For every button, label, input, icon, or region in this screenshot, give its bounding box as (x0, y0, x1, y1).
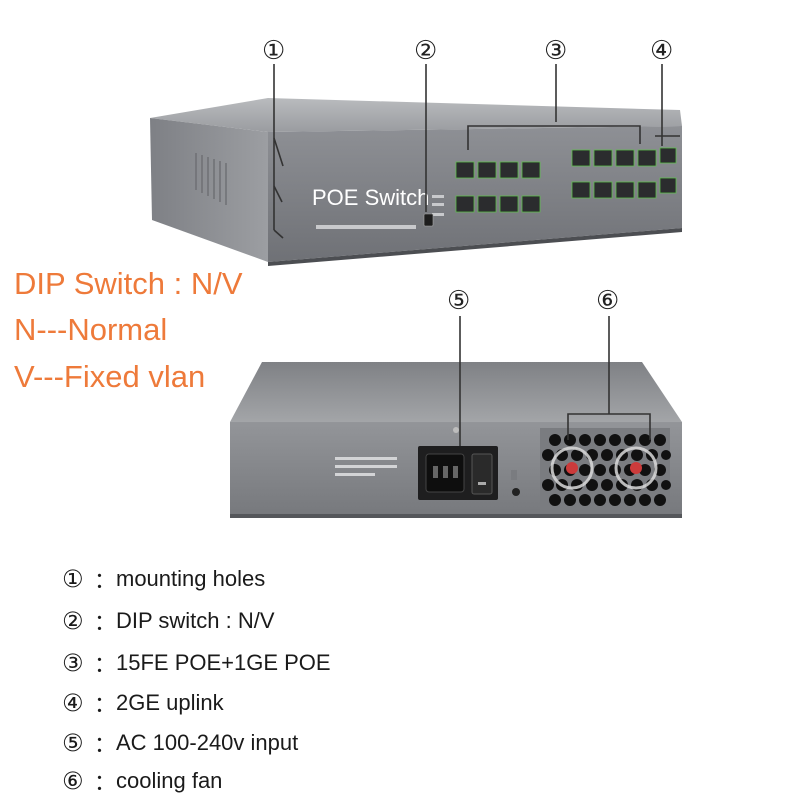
legend-text: DIP switch : N/V (116, 608, 275, 633)
legend-text: cooling fan (116, 768, 223, 793)
legend-item: ⑥ ： cooling fan (62, 765, 222, 797)
legend-number: ③ (62, 649, 84, 677)
legend-number: ① (62, 565, 84, 593)
dip-switch[interactable] (423, 213, 434, 227)
back-callout-lines (459, 316, 651, 446)
legend-number: ② (62, 607, 84, 635)
power-switch[interactable] (471, 453, 493, 495)
poe-port-group-left (455, 161, 541, 213)
cooling-fan-left (550, 446, 594, 490)
cooling-fan-right (614, 446, 658, 490)
legend-item: ⑤ ： AC 100-240v input (62, 727, 298, 759)
legend-number: ⑤ (62, 729, 84, 757)
callout-4: ④ (650, 36, 674, 66)
screw (453, 427, 459, 433)
panel-print (316, 225, 416, 229)
legend-separator: ： (94, 652, 117, 677)
legend-item: ② ： DIP switch : N/V (62, 605, 275, 637)
side-vent (195, 153, 227, 205)
legend-separator: ： (94, 770, 117, 795)
power-rating-print (335, 457, 397, 476)
legend-item: ③ ： 15FE POE+1GE POE (62, 647, 331, 679)
callout-3: ③ (544, 36, 568, 66)
legend-separator: ： (94, 732, 117, 757)
callout-6: ⑥ (596, 286, 620, 316)
legend-text: AC 100-240v input (116, 730, 299, 755)
dip-switch-note-title: DIP Switch : N/V (14, 266, 243, 301)
front-switch-unit: POE Switch (150, 98, 682, 266)
legend-item: ① ： mounting holes (62, 563, 265, 595)
dip-switch-note-vlan: V---Fixed vlan (14, 359, 206, 394)
ground-terminal (512, 488, 520, 496)
legend-text: 15FE POE+1GE POE (116, 650, 331, 675)
callout-1: ① (262, 36, 286, 66)
legend-text: mounting holes (116, 566, 266, 591)
legend-separator: ： (94, 692, 117, 717)
legend-separator: ： (94, 568, 117, 593)
legend-number: ⑥ (62, 767, 84, 795)
dip-switch-note-normal: N---Normal (14, 312, 168, 347)
fan-grille (540, 428, 671, 510)
legend-separator: ： (94, 610, 117, 635)
legend-text: 2GE uplink (116, 690, 224, 715)
callout-2: ② (414, 36, 438, 66)
callout-5: ⑤ (447, 286, 471, 316)
back-switch-unit (230, 362, 682, 518)
front-panel-label: POE Switch (312, 185, 429, 210)
front-callout-lines (273, 64, 680, 239)
uplink-ports (659, 147, 677, 194)
legend-number: ④ (62, 689, 84, 717)
legend-item: ④ ： 2GE uplink (62, 687, 224, 719)
poe-port-group-right (571, 149, 657, 199)
